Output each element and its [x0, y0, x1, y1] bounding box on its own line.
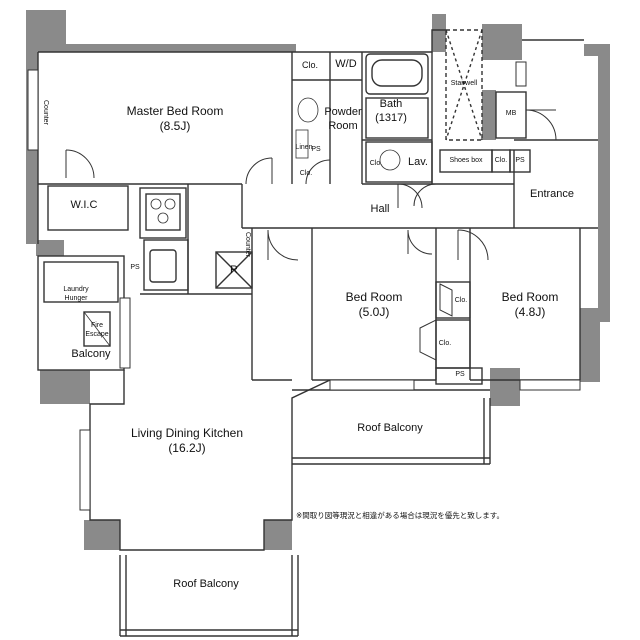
lav-sink [379, 149, 401, 171]
counter-label-kitchen: Counter [243, 232, 251, 257]
master-bed-room-label: Master Bed Room (8.5J) [112, 104, 238, 134]
column-mid-right [490, 368, 520, 406]
left-column-mid [36, 240, 64, 256]
fixtures [295, 97, 401, 171]
bed-room-1-label: Bed Room (5.0J) [328, 290, 420, 320]
hall-label: Hall [370, 203, 390, 215]
counter-label-master: Counter [41, 100, 49, 125]
toilet [295, 129, 309, 159]
ps-label-entrance: PS [515, 157, 525, 164]
shoes-box-label: Shoes box [449, 157, 483, 164]
clo-label-lav: Clo. [369, 160, 383, 167]
disclaimer-note: ※間取り図等現況と相違がある場合は現況を優先と致します。 [296, 511, 505, 520]
top-right-column-left [432, 14, 446, 52]
bed-room-1-name: Bed Room [345, 290, 403, 304]
lav-label: Lav. [408, 156, 428, 168]
bed-room-2-size: (4.8J) [514, 305, 546, 319]
roof-balcony-bottom-label: Roof Balcony [173, 578, 239, 590]
fire-escape-label: Fire Escape [85, 322, 109, 338]
right-column-bottom [580, 322, 600, 382]
left-column-balcony [40, 370, 90, 404]
powder-sink [297, 97, 319, 123]
stair-column [482, 90, 496, 140]
wd-label: W/D [335, 58, 357, 70]
top-left-column [26, 10, 66, 48]
refrigerator-label: R [230, 264, 238, 276]
right-column-lower [580, 308, 610, 322]
doors [65, 109, 557, 361]
bed-room-2-label: Bed Room (4.8J) [484, 290, 576, 320]
linen-label: Linen [295, 144, 313, 151]
ldk-name: Living Dining Kitchen [130, 426, 244, 440]
right-wall [598, 44, 610, 310]
powder-room-label: Powder Room [324, 106, 362, 132]
mb-label: MB [505, 110, 517, 117]
bath-label: Bath (1317) [366, 98, 416, 126]
ldk-bottom-left-column [84, 520, 120, 550]
clo-label-bed-2: Clo. [438, 340, 452, 347]
ps-label-powder: PS [311, 146, 321, 153]
bed-room-1-size: (5.0J) [358, 305, 390, 319]
walls [26, 10, 610, 550]
bath-size: (1317) [375, 111, 407, 124]
windows [27, 61, 581, 511]
top-wall-left [26, 44, 296, 52]
ldk-bottom-right-column [264, 520, 292, 550]
stove [150, 198, 176, 224]
balcony-label: Balcony [71, 348, 111, 360]
stairwell-label: Stairwell [450, 80, 478, 87]
wic-label: W.I.C [70, 199, 98, 211]
ldk-size: (16.2J) [168, 441, 206, 455]
top-right-column [482, 24, 522, 60]
bed-room-2-name: Bed Room [501, 290, 559, 304]
ps-label-kitchen: PS [130, 264, 140, 271]
clo-label-powder: Clo. [299, 170, 313, 177]
clo-label-wd: Clo. [301, 60, 318, 70]
roof-balcony-top-label: Roof Balcony [357, 422, 423, 434]
clo-label-bed-1: Clo. [454, 297, 468, 304]
ps-label-bedroom: PS [455, 371, 465, 378]
master-bed-room-name: Master Bed Room [126, 104, 224, 118]
master-bed-room-size: (8.5J) [159, 119, 191, 133]
living-dining-kitchen-label: Living Dining Kitchen (16.2J) [112, 426, 262, 456]
bath-name: Bath [379, 98, 403, 110]
laundry-hunger-label: Laundry Hunger [63, 286, 89, 302]
clo-label-entrance: Clo. [494, 157, 508, 164]
entrance-label: Entrance [529, 188, 575, 200]
